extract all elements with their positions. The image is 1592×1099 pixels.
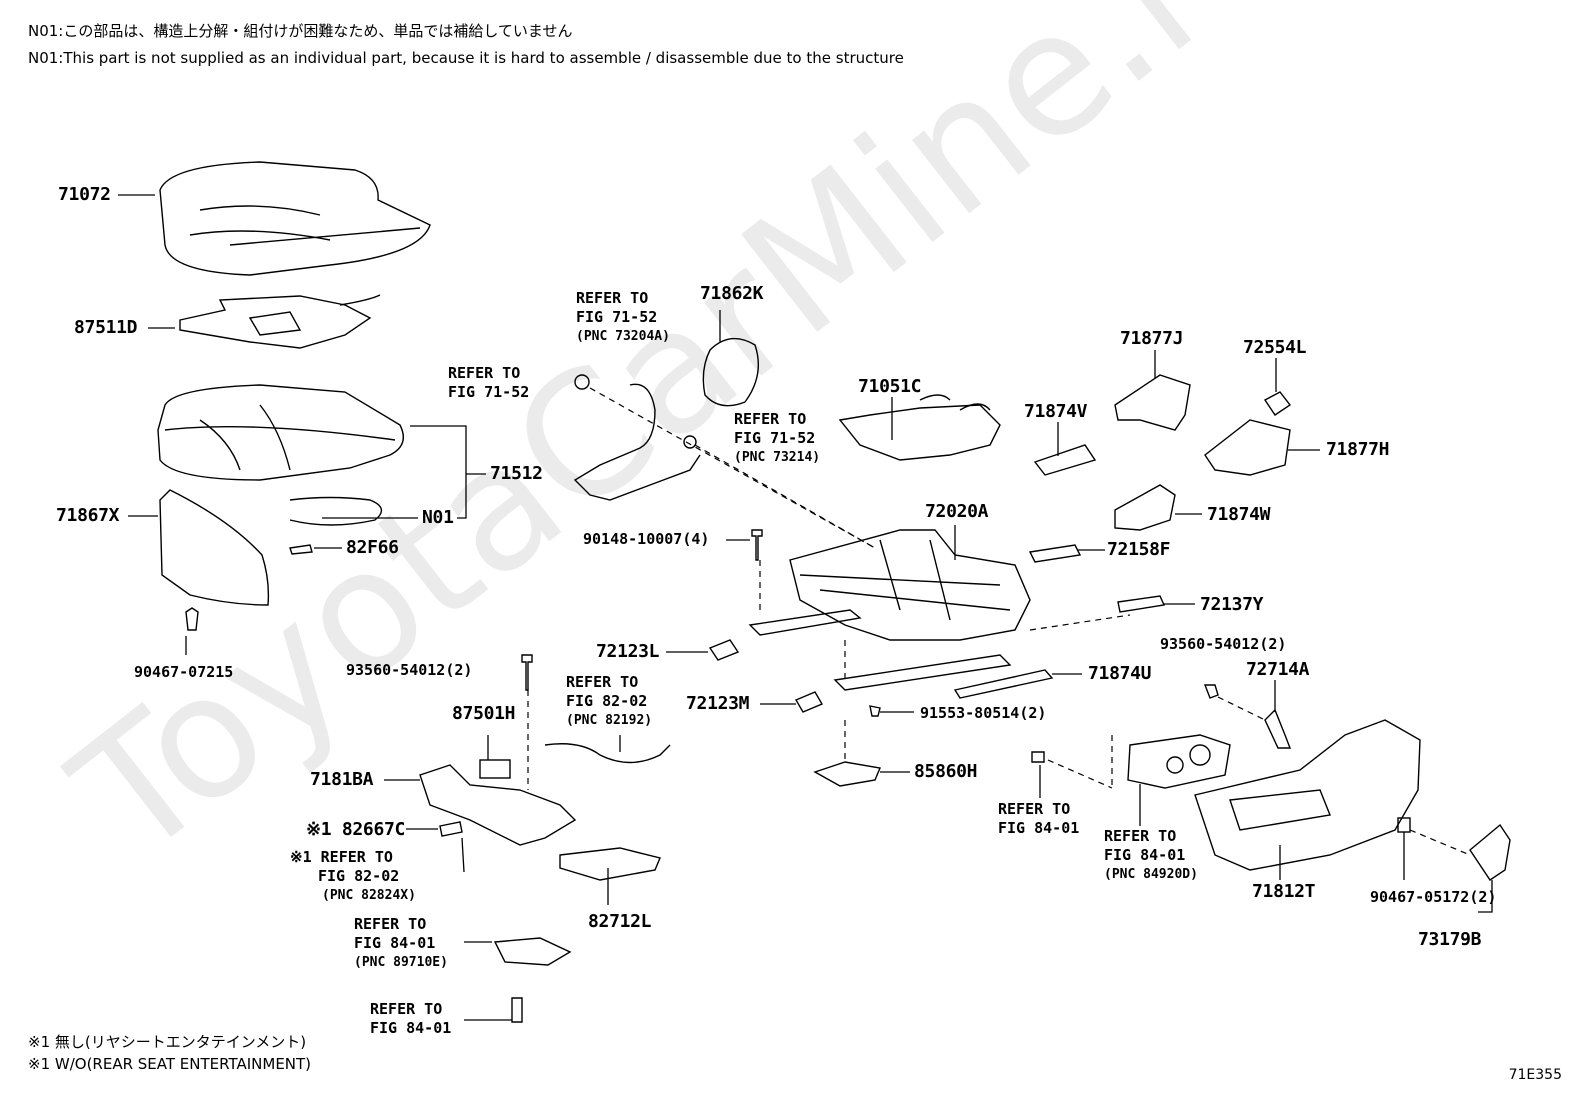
bolt-93560-right-illustration [1203,684,1219,699]
seat-cover-illustration [159,161,431,276]
harness-82192-illustration [544,743,671,764]
bracket-71877j-illustration [1114,374,1191,431]
bracket-71877h-illustration [1204,419,1291,476]
seat-cushion-pad-illustration [157,384,404,481]
footnote-english: ※1 W/O(REAR SEAT ENTERTAINMENT) [28,1055,312,1073]
lumbar-support-illustration [838,404,1001,461]
note-n01-japanese: N01:この部品は、構造上分解・組付けが困難なため、単品では補給していません [28,22,573,40]
part-label-72554l[interactable]: 72554L [1243,337,1307,358]
knob-72554l-illustration [1263,391,1292,416]
part-label-72020a[interactable]: 72020A [925,501,989,522]
footnote-japanese: ※1 無し(リヤシートエンタテインメント) [28,1033,307,1051]
bolt-84-01a-illustration [1031,751,1045,763]
cover-cap-illustration [702,337,759,407]
bracket-7181ba-illustration [419,764,577,846]
bolt-93560-left-illustration [521,654,533,691]
figure-code: 71E355 [1508,1067,1562,1083]
part-label-7181ba[interactable]: 7181BA [310,769,374,790]
switch-84920d-illustration [1127,734,1231,789]
part-label-71867x[interactable]: 71867X [56,505,120,526]
part-label-82667c[interactable]: ※1 82667C [306,819,406,840]
sensor-85860h-illustration [813,761,881,787]
connector-82667c-illustration [439,821,463,837]
cover-72123m-illustration [794,691,824,713]
cover-71874w-illustration [1114,484,1176,531]
cover-72123l-illustration [708,639,740,661]
part-label-71812t[interactable]: 71812T [1252,881,1316,902]
part-label-85860h[interactable]: 85860H [914,761,978,782]
part-label-71051c[interactable]: 71051C [858,376,922,397]
part-label-73179b[interactable]: 73179B [1418,929,1482,950]
seat-heater-illustration [179,295,372,349]
seat-rail-left-illustration [748,609,862,636]
part-label-71877h[interactable]: 71877H [1326,439,1390,460]
side-shield-illustration [1194,719,1421,871]
note-n01-english: N01:This part is not supplied as an indi… [28,49,904,67]
wire-harness-illustration [289,496,383,526]
cover-71874u-illustration [953,669,1054,699]
part-label-90148-10007[interactable]: 90148-10007(4) [583,530,710,548]
part-label-71072[interactable]: 71072 [58,184,111,205]
part-label-90467-07215[interactable]: 90467-07215 [134,663,234,681]
part-label-71862k[interactable]: 71862K [700,283,764,304]
part-label-72123m[interactable]: 72123M [686,693,750,714]
part-label-82f66[interactable]: 82F66 [346,537,399,558]
cover-72158f-illustration [1028,544,1082,563]
part-label-71874w[interactable]: 71874W [1207,504,1271,525]
part-label-71877j[interactable]: 71877J [1120,328,1184,349]
cover-73179b-illustration [1469,823,1511,881]
part-label-93560-54012-left[interactable]: 93560-54012(2) [346,661,473,679]
cover-72137y-illustration [1117,595,1166,613]
part-label-90467-05172[interactable]: 90467-05172(2) [1370,888,1497,906]
front-cover-illustration [159,489,270,606]
bracket-72714a-illustration [1264,708,1292,749]
part-label-87501h[interactable]: 87501H [452,703,516,724]
part-label-93560-54012-right[interactable]: 93560-54012(2) [1160,635,1287,653]
bracket-82712l-illustration [559,847,661,881]
part-label-91553-80514[interactable]: 91553-80514(2) [920,704,1047,722]
bolt-84-01b-illustration [511,997,523,1023]
part-label-72158f[interactable]: 72158F [1107,539,1171,560]
center-harness-illustration [573,383,701,501]
part-label-72714a[interactable]: 72714A [1246,659,1310,680]
part-label-87511d[interactable]: 87511D [74,317,138,338]
part-label-82712l[interactable]: 82712L [588,911,652,932]
part-label-71512[interactable]: 71512 [490,463,543,484]
part-label-72123l[interactable]: 72123L [596,641,660,662]
part-label-71874u[interactable]: 71874U [1088,663,1152,684]
seat-rail-right-illustration [833,654,1012,691]
seat-frame-illustration [789,529,1031,641]
bolt-90148-illustration [751,529,763,561]
cover-71874v-illustration [1033,444,1097,476]
part-label-n01[interactable]: N01 [422,507,454,528]
ecu-89710e-illustration [493,937,572,966]
part-label-72137y[interactable]: 72137Y [1200,594,1264,615]
bolt-91553-illustration [869,705,881,717]
part-label-71874v[interactable]: 71874V [1024,401,1088,422]
